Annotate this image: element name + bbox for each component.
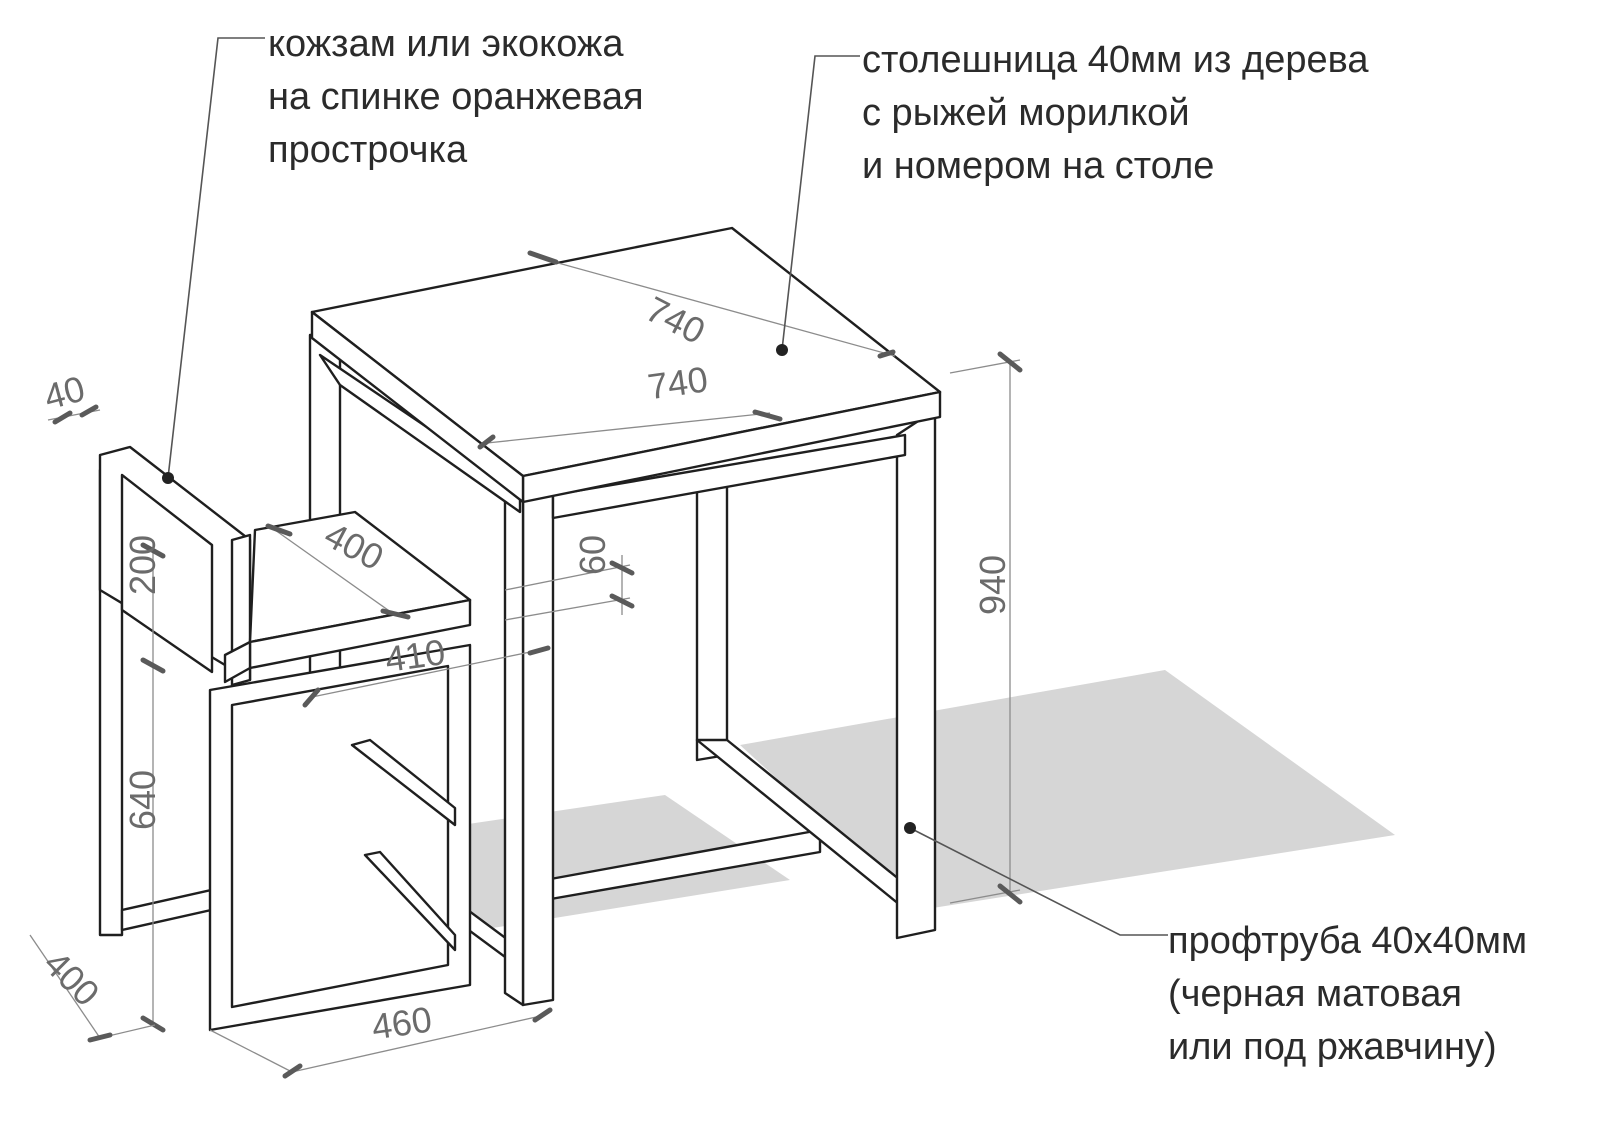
table-shadow — [740, 670, 1395, 910]
note-tabletop: столешница 40мм из дерева с рыжей морилк… — [862, 34, 1369, 193]
table-leg-front-left — [521, 493, 555, 1007]
stool-seat-left — [223, 640, 252, 684]
stool-backrest-panel — [120, 473, 214, 674]
dim-seat-height: 640 — [122, 770, 163, 830]
leader-upholstery-dot — [162, 472, 174, 484]
note-frame: профтруба 40х40мм (черная матовая или по… — [1168, 915, 1527, 1074]
stool-front-frame-opening — [230, 664, 450, 1009]
dim-table-width: 740 — [645, 358, 710, 407]
note-frame-line-2: (черная матовая — [1168, 973, 1462, 1015]
table-top-left-edge — [310, 310, 525, 504]
dim-backrest-height: 200 — [122, 535, 163, 595]
dimension-lines — [29, 250, 1023, 1079]
table-leg-back-right — [695, 473, 729, 762]
dim-seat-thickness: 60 — [572, 535, 613, 575]
table-leg-front-right — [895, 408, 937, 940]
note-frame-line-1: профтруба 40х40мм — [1168, 920, 1528, 962]
leader-lines — [162, 37, 1168, 936]
dim-backrest-thickness: 40 — [40, 368, 89, 418]
leader-upholstery — [167, 37, 265, 479]
note-upholstery-line-2: на спинке оранжевая — [268, 76, 644, 118]
stool — [98, 445, 472, 1032]
note-upholstery-line-1: кожзам или экокожа — [268, 23, 624, 65]
note-tabletop-line-3: и номером на столе — [862, 145, 1215, 187]
table — [308, 226, 942, 1007]
leader-tabletop — [781, 55, 860, 351]
table-leg-front-left-side — [503, 488, 525, 1007]
note-tabletop-line-1: столешница 40мм из дерева — [862, 39, 1369, 81]
dim-stool-depth: 400 — [36, 943, 107, 1014]
leader-tabletop-dot — [776, 344, 788, 356]
note-frame-line-3: или под ржавчину) — [1168, 1026, 1497, 1068]
dim-table-height: 940 — [972, 555, 1013, 615]
note-tabletop-line-2: с рыжей морилкой — [862, 92, 1190, 134]
note-upholstery: кожзам или экокожа на спинке оранжевая п… — [268, 18, 644, 177]
table-top-surface — [310, 226, 942, 478]
note-upholstery-line-3: прострочка — [268, 129, 468, 171]
stool-side-stretcher-top — [350, 738, 457, 827]
leader-frame — [909, 827, 1168, 936]
table-apron-front — [551, 433, 907, 520]
leader-frame-dot — [904, 822, 916, 834]
dim-stool-width: 460 — [369, 998, 434, 1047]
stool-side-stretcher-bottom — [363, 850, 457, 952]
dim-seat-width: 410 — [383, 631, 448, 680]
